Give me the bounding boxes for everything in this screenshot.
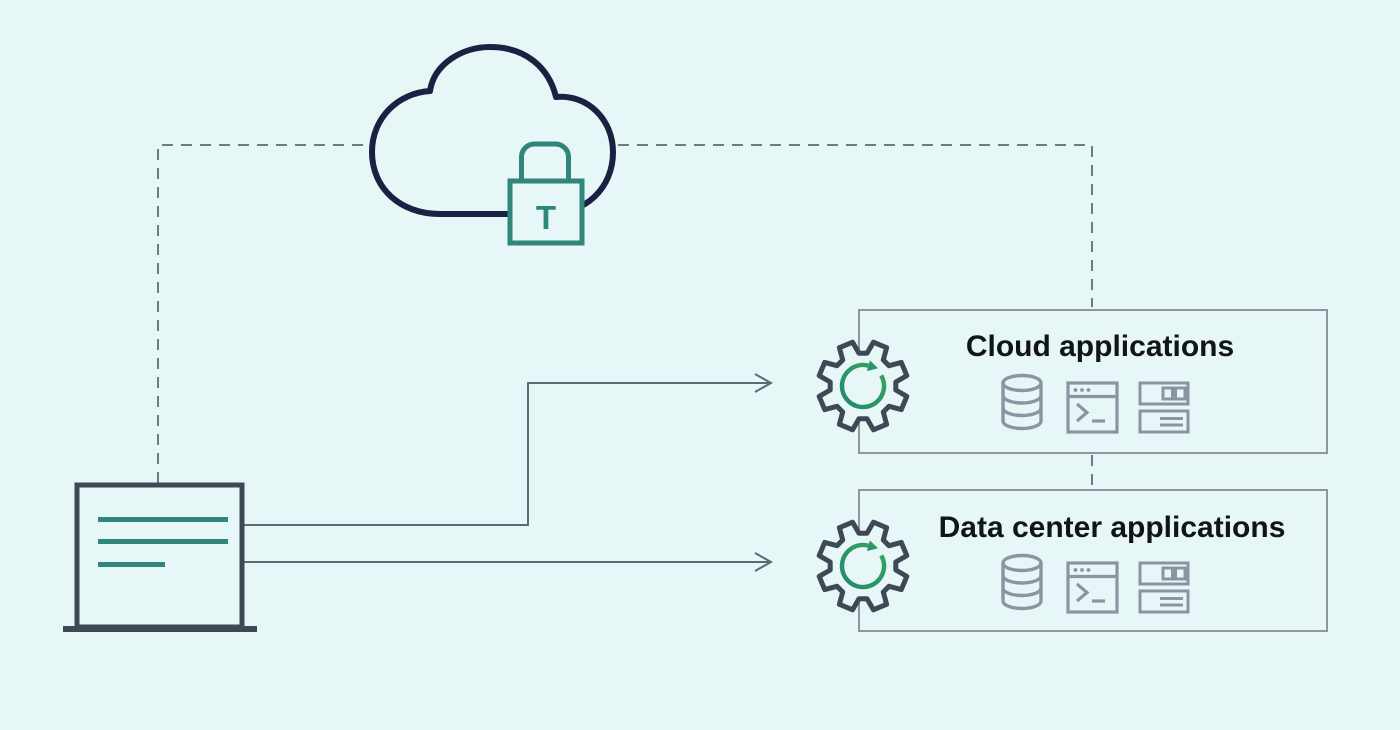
code-lines: [98, 517, 228, 567]
sync-gear-icon: [816, 339, 910, 433]
lock-label: T: [536, 199, 556, 236]
refresh-arrow-icon: [839, 362, 887, 410]
terminal-monitor-icon: [63, 482, 257, 632]
cloud-apps-icons: [1001, 373, 1190, 434]
connector-to-cloud-apps: [242, 373, 774, 526]
tls-lock-icon: T: [507, 141, 585, 246]
dashed-tunnel-path: [157, 144, 1093, 488]
datacenter-apps-icons: [1001, 553, 1190, 614]
terminal-window-icon: [1066, 381, 1119, 434]
sync-gear-icon: [816, 519, 910, 613]
connector-to-datacenter-apps: [242, 552, 774, 572]
cloud-applications-title: Cloud applications: [966, 330, 1234, 363]
arrowhead-icon: [754, 373, 774, 393]
datacenter-applications-box: Data center applications: [858, 489, 1328, 632]
datacenter-applications-title: Data center applications: [939, 511, 1286, 544]
database-icon: [1001, 373, 1043, 431]
arrowhead-icon: [754, 552, 774, 572]
window-dots: [1073, 568, 1091, 572]
refresh-arrow-icon: [839, 542, 887, 590]
window-dots: [1073, 388, 1091, 392]
server-icon: [1138, 561, 1190, 614]
terminal-window-icon: [1066, 561, 1119, 614]
database-icon: [1001, 553, 1043, 611]
server-icon: [1138, 381, 1190, 434]
